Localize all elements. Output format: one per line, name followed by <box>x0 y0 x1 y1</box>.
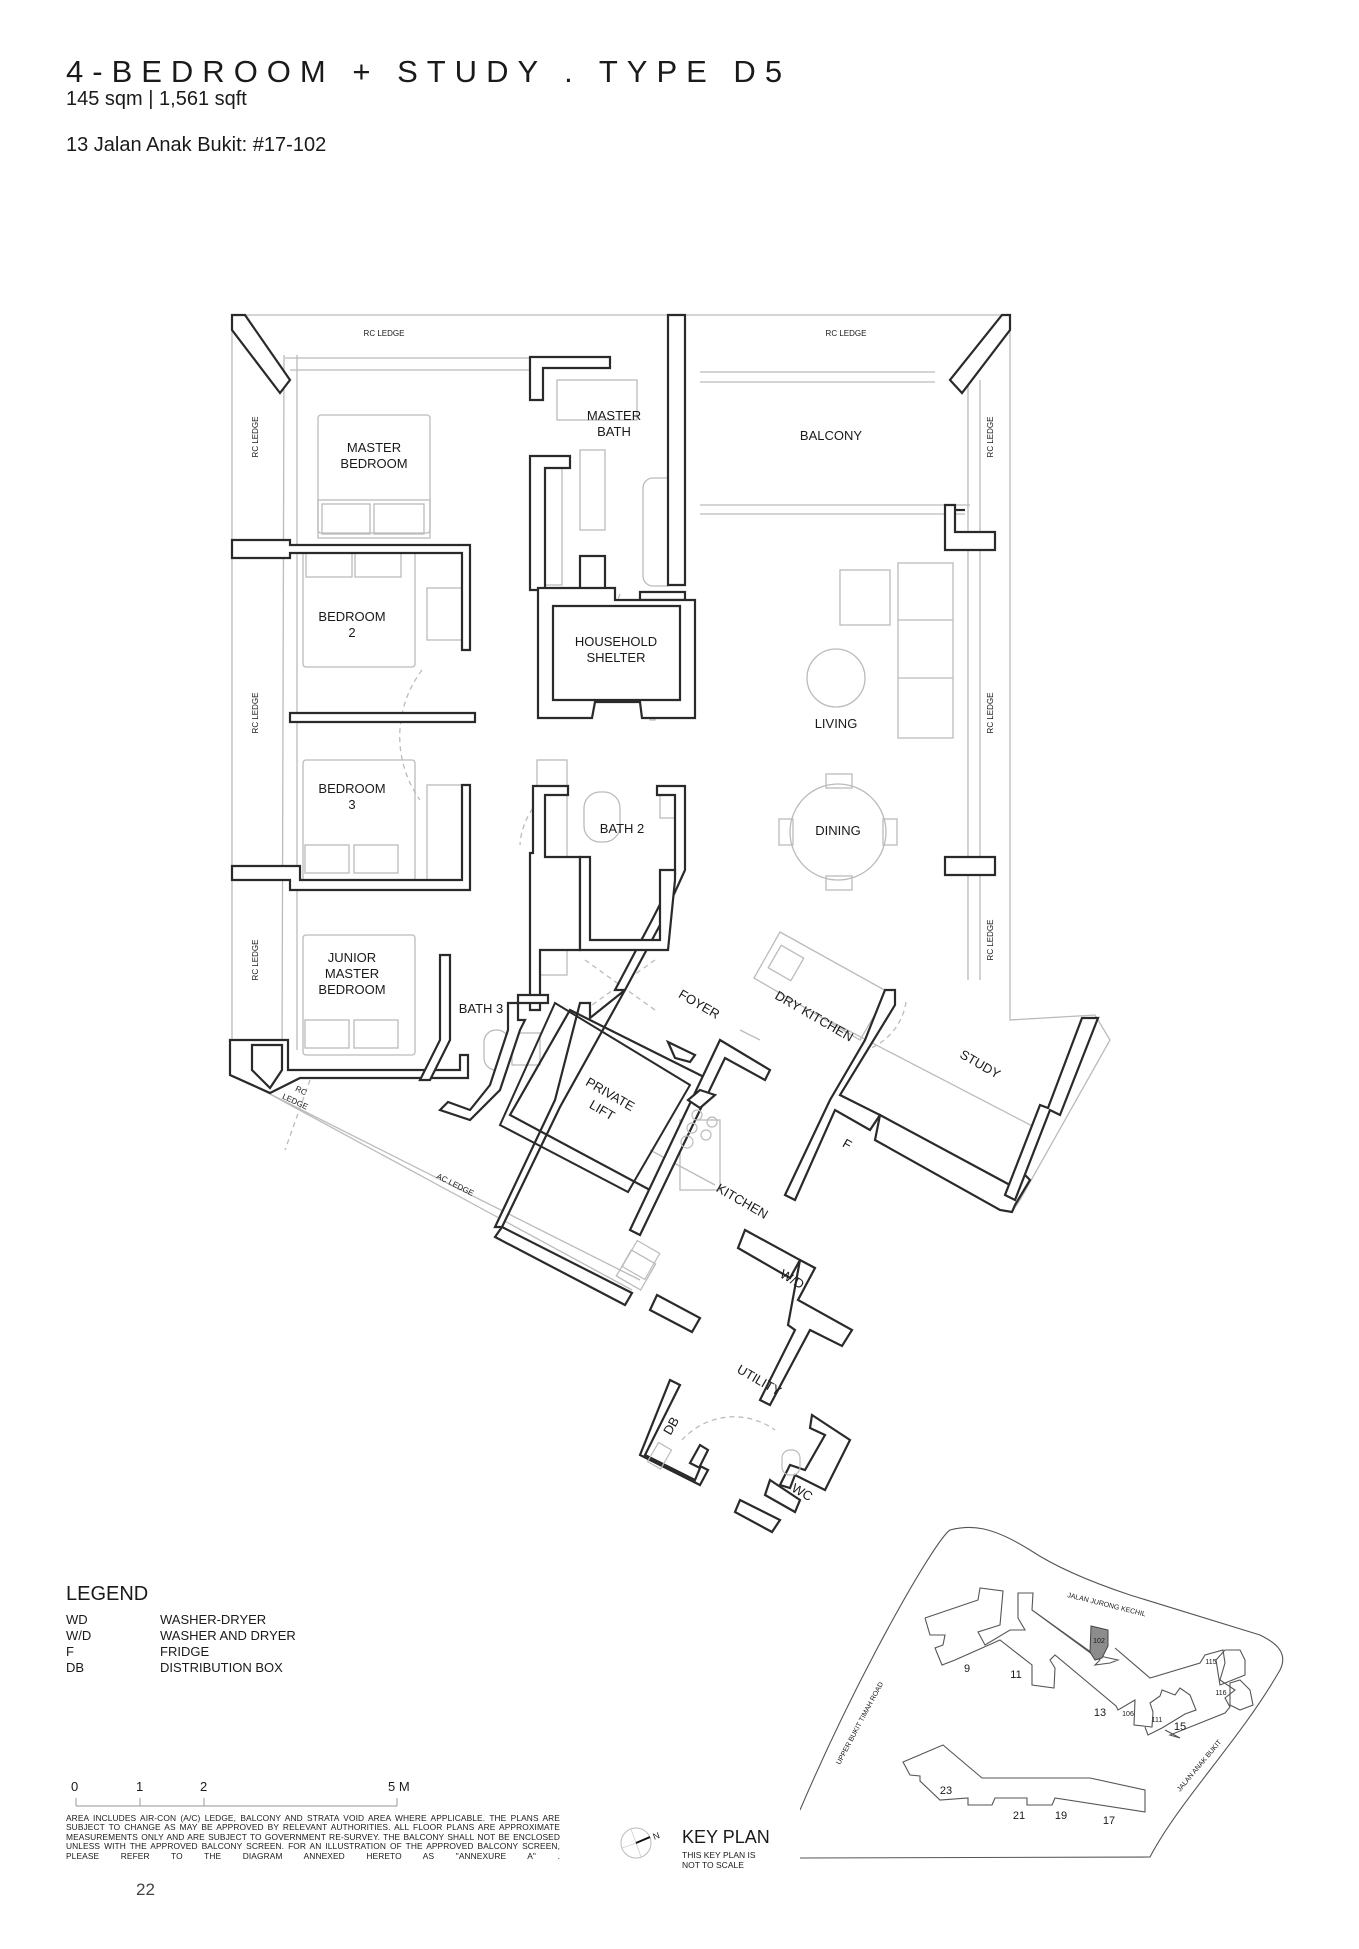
block-15: 15 <box>1174 1721 1186 1733</box>
key-plan-map: 102 106 111 115 116 9 11 13 15 17 19 21 … <box>800 1526 1284 1859</box>
page-title: 4-BEDROOM + STUDY . TYPE D5 <box>66 54 792 89</box>
room-bedroom-2: BEDROOM <box>318 609 385 624</box>
room-dining: DINING <box>815 823 861 838</box>
room-master-bedroom: MASTER <box>347 440 401 455</box>
stack-102: 102 <box>1093 1638 1105 1645</box>
stack-111: 111 <box>1152 1717 1163 1724</box>
page-number: 22 <box>136 1880 155 1899</box>
ledge-rc-left-mid: RC LEDGE <box>251 693 260 734</box>
highlighted-unit-102 <box>1089 1625 1109 1661</box>
ledge-rc-right-mid: RC LEDGE <box>986 693 995 734</box>
room-bath-3: BATH 3 <box>459 1001 504 1016</box>
room-kitchen: KITCHEN <box>714 1180 771 1222</box>
floor-plan: MASTER BEDROOM MASTER BATH BALCONY BEDRO… <box>228 313 1111 1534</box>
scale-tick-5m: 5 M <box>388 1779 410 1794</box>
svg-text:BEDROOM: BEDROOM <box>340 456 407 471</box>
ledge-rc-corner: RC <box>294 1084 308 1097</box>
room-household-shelter: HOUSEHOLD <box>575 634 657 649</box>
svg-text:BEDROOM: BEDROOM <box>318 982 385 997</box>
road-jalan-anak-bukit: JALAN ANAK BUKIT <box>1176 1738 1224 1793</box>
scale-tick-2: 2 <box>200 1779 207 1794</box>
ledge-rc-left-upper: RC LEDGE <box>251 417 260 458</box>
svg-text:2: 2 <box>348 625 355 640</box>
key-plan-note: THIS KEY PLAN IS NOT TO SCALE <box>682 1850 756 1870</box>
ledge-rc-right-upper: RC LEDGE <box>986 417 995 458</box>
fridge-marker: F <box>840 1136 854 1153</box>
block-21: 21 <box>1013 1810 1025 1822</box>
room-study: STUDY <box>957 1047 1003 1082</box>
ledge-rc-right-lower: RC LEDGE <box>986 920 995 961</box>
north-arrow-icon: N <box>620 1827 661 1859</box>
ledge-rc-top-left: RC LEDGE <box>364 329 405 338</box>
legend-title: LEGEND <box>66 1583 149 1605</box>
svg-text:SHELTER: SHELTER <box>587 650 646 665</box>
unit-area: 145 sqm | 1,561 sqft <box>66 88 247 110</box>
svg-text:3: 3 <box>348 797 355 812</box>
ledge-rc-left-lower: RC LEDGE <box>251 940 260 981</box>
disclaimer-text: AREA INCLUDES AIR-CON (A/C) LEDGE, BALCO… <box>66 1813 560 1861</box>
block-9: 9 <box>964 1663 970 1675</box>
block-23: 23 <box>940 1785 952 1797</box>
svg-text:MASTER: MASTER <box>325 966 379 981</box>
room-balcony: BALCONY <box>800 428 862 443</box>
stack-115: 115 <box>1205 1659 1216 1666</box>
stack-106: 106 <box>1122 1711 1134 1718</box>
room-bedroom-3: BEDROOM <box>318 781 385 796</box>
room-master-bath: MASTER <box>587 408 641 423</box>
room-bath-2: BATH 2 <box>600 821 645 836</box>
room-dry-kitchen: DRY KITCHEN <box>773 988 856 1045</box>
unit-address: 13 Jalan Anak Bukit: #17-102 <box>66 134 327 156</box>
ledge-rc-top-right: RC LEDGE <box>826 329 867 338</box>
room-living: LIVING <box>815 716 858 731</box>
block-19: 19 <box>1055 1810 1067 1822</box>
road-upper-bukit-timah: UPPER BUKIT TIMAH ROAD <box>836 1681 886 1766</box>
scale-tick-0: 0 <box>71 1779 78 1794</box>
block-17: 17 <box>1103 1815 1115 1827</box>
scale-bar: 0 1 2 5 M <box>71 1779 410 1807</box>
svg-text:N: N <box>651 1830 661 1842</box>
block-13: 13 <box>1094 1707 1106 1719</box>
block-11: 11 <box>1010 1669 1021 1681</box>
scale-tick-1: 1 <box>136 1779 143 1794</box>
stack-116: 116 <box>1215 1690 1226 1697</box>
key-plan-title: KEY PLAN <box>682 1827 770 1847</box>
svg-text:BATH: BATH <box>597 424 631 439</box>
key-plan-label: KEY PLAN THIS KEY PLAN IS NOT TO SCALE <box>682 1827 770 1870</box>
room-junior-master-bedroom: JUNIOR <box>328 950 376 965</box>
room-foyer: FOYER <box>676 986 722 1021</box>
